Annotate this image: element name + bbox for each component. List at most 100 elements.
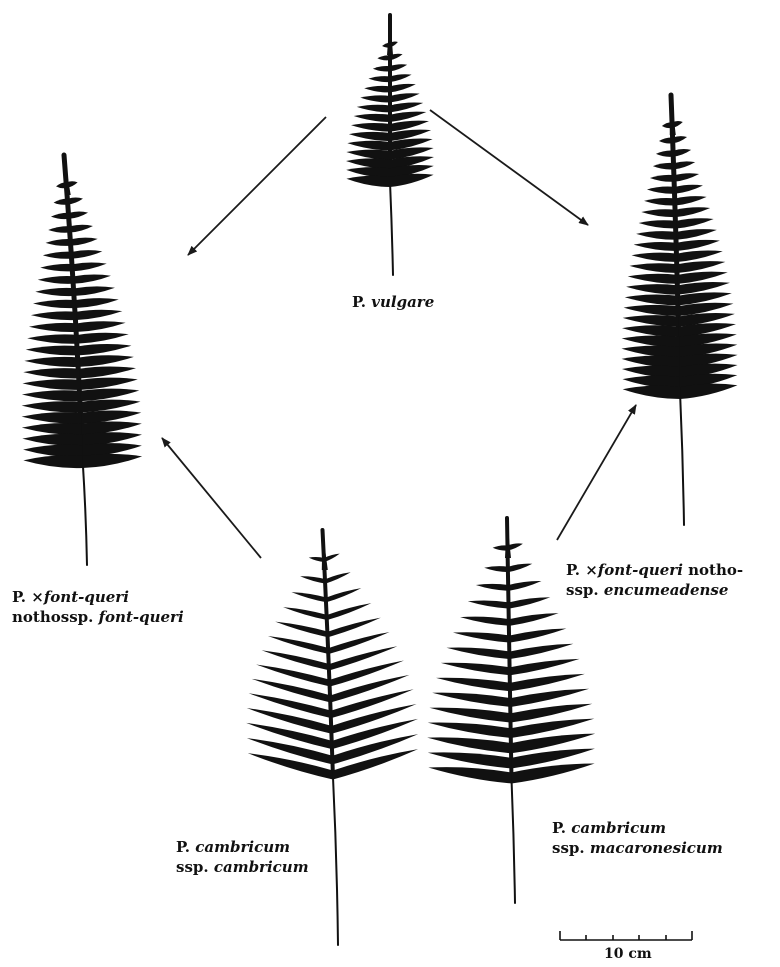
label-p-fontqueri-encumeadense: P. ×font-queri notho- ssp. encumeadense — [566, 560, 743, 600]
pinna — [639, 220, 676, 228]
pinna — [509, 597, 550, 608]
pinna — [56, 182, 67, 188]
pinna — [675, 173, 700, 181]
pinna — [74, 275, 111, 284]
pinna — [73, 262, 106, 271]
pinna — [680, 384, 737, 399]
pinna — [634, 242, 677, 251]
pinna — [327, 603, 371, 620]
pinna — [653, 163, 674, 170]
arrow-vulgare-to-fontqueri — [188, 117, 326, 255]
pinna — [346, 176, 390, 187]
pinna — [324, 554, 339, 562]
pinna — [79, 344, 132, 355]
pinna — [309, 557, 324, 562]
pinna — [510, 629, 567, 643]
pinna — [641, 209, 675, 217]
pinna — [76, 298, 119, 308]
pinna — [77, 321, 125, 332]
pinna — [676, 229, 716, 240]
pinna — [72, 238, 98, 246]
label-p-vulgare: P. vulgare — [352, 292, 434, 312]
pinna — [373, 66, 390, 72]
pinna — [427, 737, 511, 753]
pinna — [368, 76, 390, 82]
pinna — [43, 252, 73, 259]
pinna — [511, 689, 589, 707]
pinna — [623, 386, 680, 399]
arrow-macaronesicum-to-encumeadense — [557, 405, 636, 540]
label-p-fontqueri-fontqueri: P. ×font-queri nothossp. font-queri — [12, 587, 184, 627]
pinna — [40, 264, 73, 272]
pinna — [390, 54, 403, 60]
arrow-cambricum-to-fontqueri — [162, 438, 261, 558]
pinna — [432, 693, 510, 707]
pinna — [26, 346, 79, 356]
pinna — [675, 185, 703, 194]
frond-stipe — [333, 775, 338, 945]
pinna — [675, 196, 706, 205]
pinna — [81, 389, 140, 402]
pinna — [673, 136, 687, 143]
pinna — [73, 250, 103, 258]
pinna — [83, 454, 142, 468]
pinna — [628, 274, 678, 284]
pinna — [672, 121, 682, 128]
pinna — [453, 632, 510, 642]
pinna — [428, 767, 511, 783]
frond-stipe — [390, 182, 393, 275]
pinna — [360, 95, 390, 102]
pinna — [23, 368, 79, 378]
pinna — [390, 41, 398, 47]
pinna — [390, 84, 416, 93]
pinna — [275, 622, 328, 638]
scale-bar-label: 10 cm — [604, 946, 652, 962]
pinna — [446, 648, 509, 660]
pinna — [364, 86, 390, 93]
pinna — [676, 218, 713, 228]
frond-p-cambricum-cambricum — [246, 530, 418, 945]
pinna — [68, 197, 83, 204]
pinna — [650, 175, 675, 182]
pinna — [510, 644, 573, 659]
pinna — [328, 618, 381, 638]
pinna — [77, 310, 123, 320]
pinna — [390, 112, 426, 122]
pinna — [390, 74, 412, 82]
pinna — [22, 434, 82, 446]
pinna — [33, 300, 76, 308]
pinna — [659, 137, 673, 143]
pinna — [677, 261, 725, 273]
pinna — [24, 357, 79, 367]
pinna — [662, 122, 672, 128]
pinna — [71, 225, 93, 233]
pinna — [436, 678, 510, 691]
pinna — [508, 543, 523, 550]
pinna — [428, 722, 511, 737]
pinna — [625, 295, 679, 306]
pinna — [22, 401, 81, 412]
pinna — [624, 305, 679, 316]
pinna — [377, 55, 390, 60]
pinna — [349, 132, 390, 141]
scale-bar — [560, 931, 692, 940]
pinna — [22, 423, 82, 435]
pinna — [23, 445, 82, 458]
pinna — [29, 323, 77, 332]
pinna — [347, 141, 390, 151]
frond-stipe — [680, 393, 684, 525]
pinna — [354, 114, 390, 122]
pinna — [510, 674, 584, 691]
pinna — [636, 231, 676, 240]
pinna — [509, 613, 558, 626]
pinna — [390, 103, 423, 113]
pinna — [493, 545, 508, 550]
pinna — [390, 174, 434, 187]
pinna — [291, 592, 326, 602]
pinna — [54, 199, 69, 205]
pinna — [35, 288, 75, 296]
pinna — [508, 564, 532, 572]
pinna — [31, 311, 77, 320]
pinna — [677, 251, 723, 262]
